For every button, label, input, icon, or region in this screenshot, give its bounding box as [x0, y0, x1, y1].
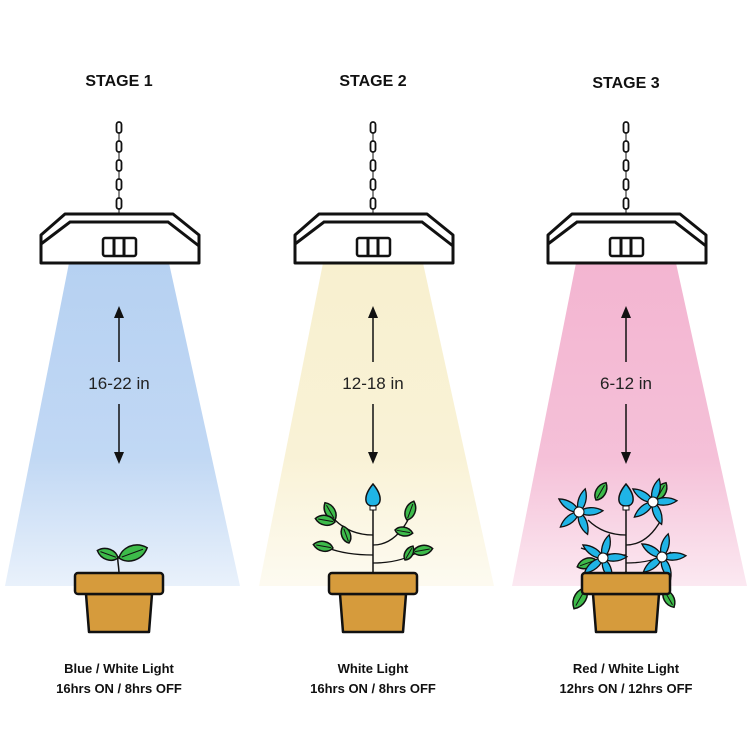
flower-icon [581, 533, 629, 582]
hanging-chain [369, 121, 377, 214]
stage-title: STAGE 2 [339, 73, 406, 90]
arrow-down-icon [621, 452, 631, 464]
stage-title: STAGE 3 [592, 75, 659, 92]
plant-vegetative [312, 482, 434, 575]
stage-title: STAGE 1 [85, 73, 152, 90]
light-beam [512, 263, 747, 586]
arrow-up-icon [114, 306, 124, 318]
plant-seedling [96, 544, 149, 575]
flower-icon [557, 487, 605, 536]
hanging-chain [115, 121, 123, 214]
light-beam [259, 263, 494, 586]
schedule-label: 16hrs ON / 8hrs OFF [56, 681, 182, 696]
schedule-label: 16hrs ON / 8hrs OFF [310, 681, 436, 696]
switch-icon [608, 236, 645, 258]
arrow-down-icon [114, 452, 124, 464]
light-beam [5, 263, 240, 586]
distance-label: 16-22 in [88, 374, 149, 393]
light-type-label: Blue / White Light [64, 661, 174, 676]
schedule-label: 12hrs ON / 12hrs OFF [560, 681, 693, 696]
grow-light-fixture [39, 212, 201, 265]
grow-light-fixture [546, 212, 708, 265]
distance-arrows [368, 306, 378, 464]
stage-1: STAGE 1 16-22 in Blue / White Light 16hrs O… [5, 73, 240, 696]
stage-3: STAGE 3 6-12 in Red / White Light 12hrs ON … [512, 75, 747, 696]
stage-2: STAGE 2 12-18 in White Light 16hrs ON / 8hr… [259, 73, 494, 696]
light-type-label: Red / White Light [573, 661, 680, 676]
distance-arrows [114, 306, 124, 464]
light-type-label: White Light [338, 661, 409, 676]
switch-icon [355, 236, 392, 258]
flower-pot [580, 571, 672, 634]
flower-icon [640, 532, 688, 581]
distance-label: 12-18 in [342, 374, 403, 393]
flower-pot [327, 571, 419, 634]
distance-label: 6-12 in [600, 374, 652, 393]
switch-icon [101, 236, 138, 258]
arrow-up-icon [621, 306, 631, 318]
flower-pot [73, 571, 165, 634]
arrow-down-icon [368, 452, 378, 464]
distance-arrows [621, 306, 631, 464]
flower-icon [631, 477, 679, 526]
arrow-up-icon [368, 306, 378, 318]
hanging-chain [622, 121, 630, 214]
grow-light-fixture [293, 212, 455, 265]
plant-flowering [557, 477, 688, 610]
